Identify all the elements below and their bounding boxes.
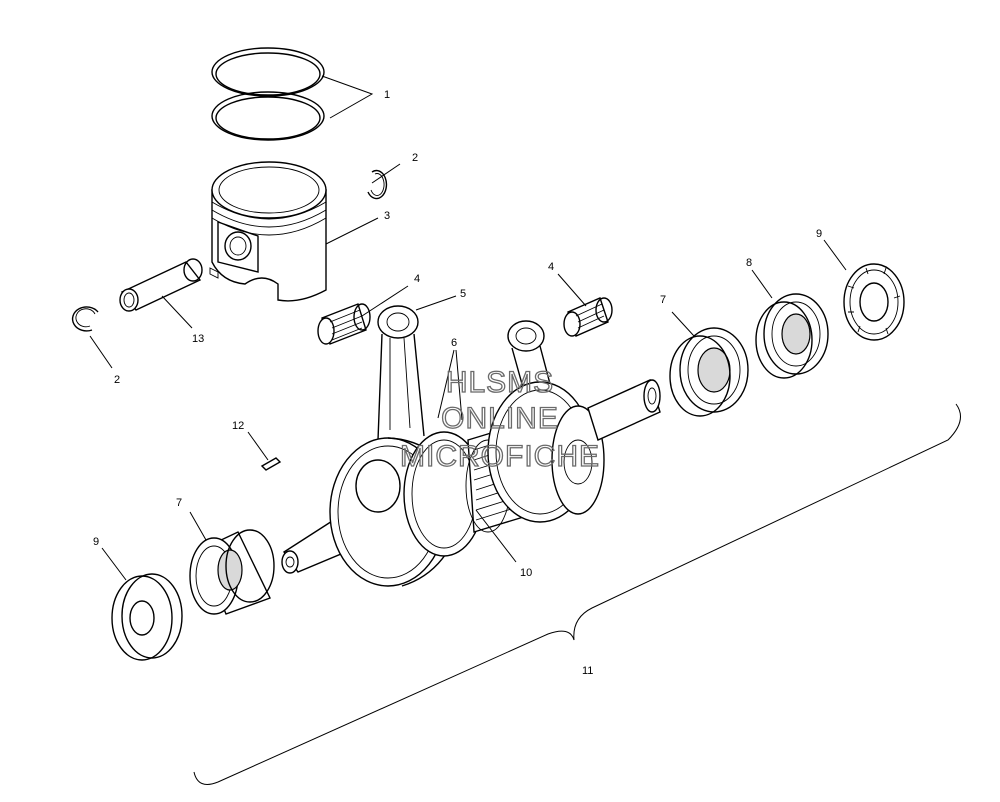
callout-3: 3 <box>384 210 390 222</box>
ball-bearing-outer <box>755 293 829 379</box>
callout-2-upper: 2 <box>412 152 418 164</box>
woodruff-key <box>260 457 282 471</box>
watermark-line-3: MICROFICHE <box>400 440 600 473</box>
leader-13 <box>161 295 193 329</box>
circlip-upper <box>367 169 388 200</box>
watermark-line-1: HLSMS <box>446 366 554 399</box>
callout-12: 12 <box>232 420 244 432</box>
callouts: 1 2 3 4 4 5 6 7 7 8 9 9 10 11 12 13 2 <box>93 89 822 677</box>
callout-4-right: 4 <box>548 261 554 273</box>
piston <box>209 161 327 302</box>
leader-5 <box>415 295 457 311</box>
callout-7-right: 7 <box>660 294 666 306</box>
callout-9-right: 9 <box>816 228 822 240</box>
leader-10 <box>475 509 517 563</box>
oil-seal-left <box>111 573 183 661</box>
leader-9-right <box>823 239 847 271</box>
connecting-rod-left <box>377 305 425 441</box>
crankshaft <box>281 379 661 587</box>
leader-4-right <box>557 273 587 307</box>
callout-4-left: 4 <box>414 273 420 285</box>
callout-8: 8 <box>746 257 752 269</box>
ball-bearing-left <box>189 529 275 615</box>
callout-9-left: 9 <box>93 536 99 548</box>
leader-7-right <box>671 311 695 337</box>
callout-5: 5 <box>460 288 466 300</box>
leader-4-left <box>361 285 409 317</box>
callout-2-lower: 2 <box>114 374 120 386</box>
leader-12 <box>247 431 269 461</box>
callout-7-left: 7 <box>176 497 182 509</box>
callout-1: 1 <box>384 89 390 101</box>
wrist-pin <box>119 258 203 312</box>
leader-7-left <box>189 511 207 541</box>
callout-13: 13 <box>192 333 204 345</box>
callout-6: 6 <box>451 337 457 349</box>
leader-9-left <box>101 547 127 581</box>
leader-6 <box>437 349 463 421</box>
circlip-lower <box>71 306 99 332</box>
callout-11: 11 <box>582 665 593 677</box>
callout-10: 10 <box>520 567 532 579</box>
leader-2-lower <box>89 335 113 369</box>
piston-rings <box>211 47 325 141</box>
leader-3 <box>325 217 379 245</box>
leader-1 <box>321 75 374 119</box>
needle-bearing-left <box>317 303 371 345</box>
watermark-line-2: ONLINE <box>441 402 559 435</box>
assembly-bracket <box>193 403 961 785</box>
needle-bearing-right <box>563 297 613 337</box>
leader-8 <box>751 269 773 299</box>
oil-seal-right <box>843 263 905 341</box>
watermark: HLSMS ONLINE MICROFICHE <box>399 365 600 473</box>
leader-2-upper <box>371 163 401 184</box>
ball-bearing-right <box>669 327 749 417</box>
